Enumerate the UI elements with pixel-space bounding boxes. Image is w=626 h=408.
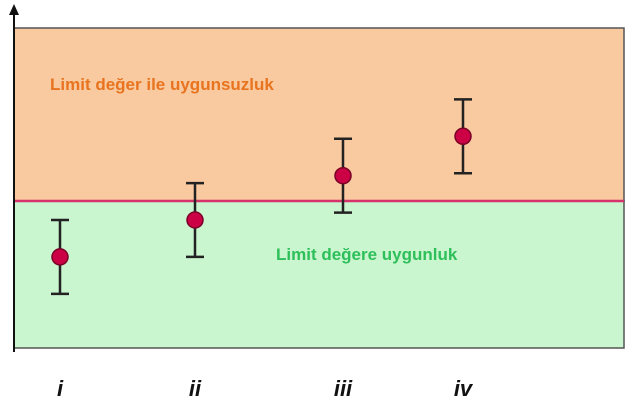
data-point-i — [51, 248, 69, 266]
zone-below-band — [13, 200, 625, 349]
data-point-iii — [334, 166, 352, 185]
zone-above-label: Limit değer ile uygunsuzluk — [50, 75, 274, 94]
data-point-iv — [454, 127, 472, 146]
x-tick-label-iii: iii — [334, 376, 353, 401]
x-tick-label-i: i — [57, 376, 64, 401]
zone-above-band — [13, 27, 625, 202]
data-point-ii — [186, 211, 204, 229]
x-tick-label-iv: iv — [454, 376, 474, 401]
x-tick-label-ii: ii — [189, 376, 202, 401]
y-axis-arrow — [9, 4, 19, 15]
zone-below-label: Limit değere uygunluk — [276, 245, 458, 264]
